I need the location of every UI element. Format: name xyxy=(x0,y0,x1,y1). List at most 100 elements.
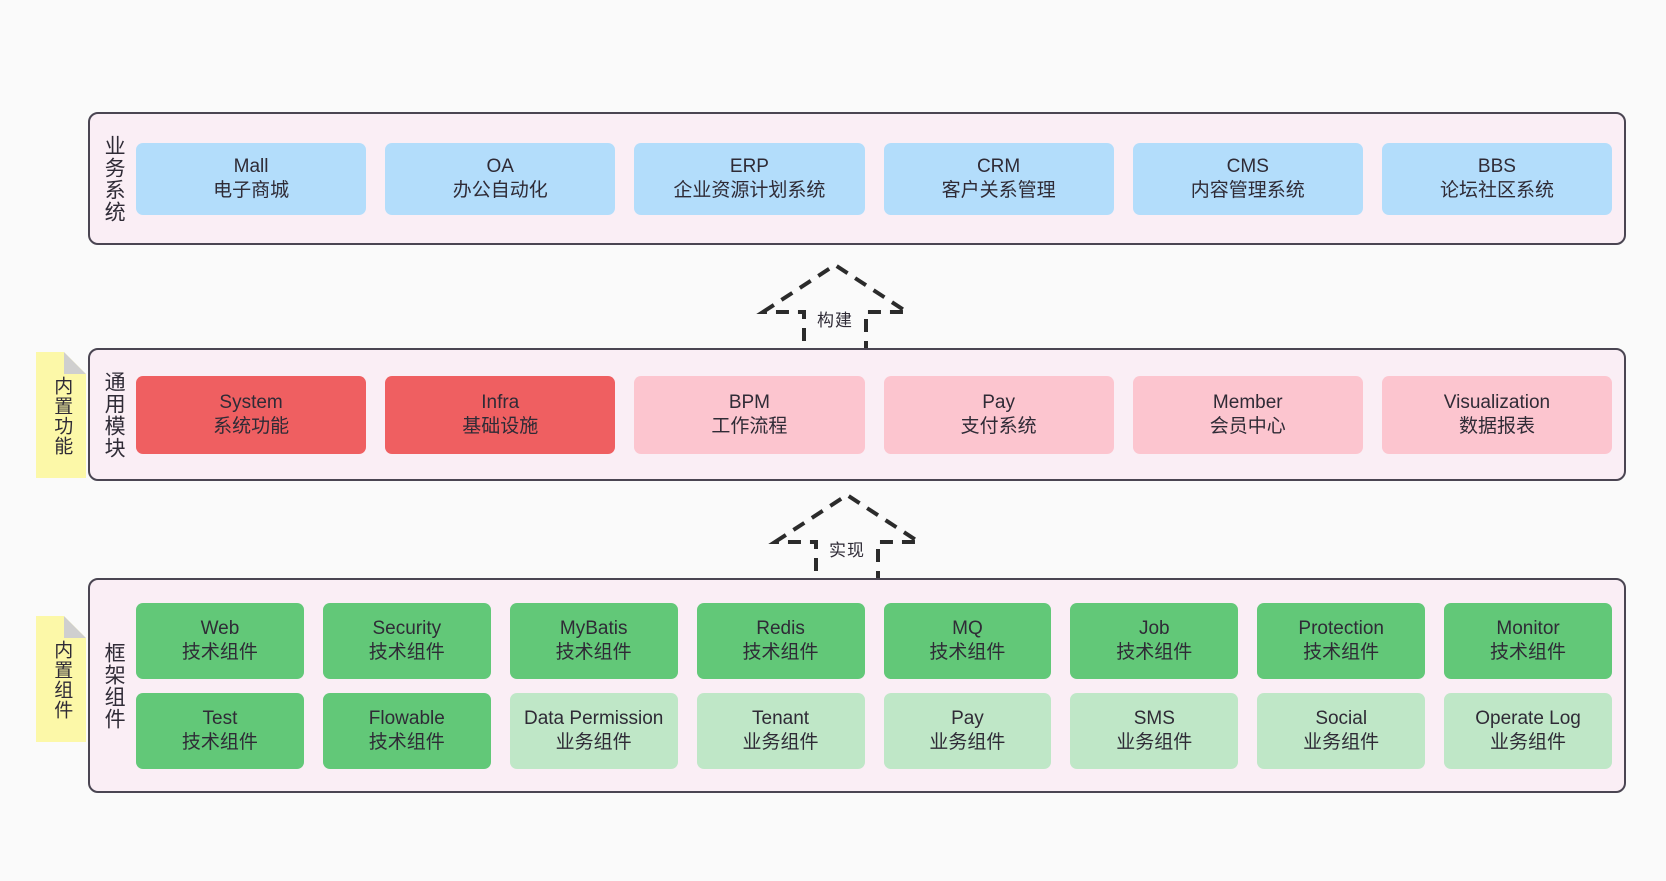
card-title-cn: 技术组件 xyxy=(1116,641,1193,663)
card-web[interactable]: Web 技术组件 xyxy=(136,602,304,679)
card-social[interactable]: Social 业务组件 xyxy=(1257,692,1426,769)
card-title-en: BBS xyxy=(1477,156,1516,178)
card-title-en: Pay xyxy=(982,392,1015,414)
card-sms[interactable]: SMS 业务组件 xyxy=(1070,692,1239,769)
card-title-en: MQ xyxy=(952,618,983,640)
card-protection[interactable]: Protection 技术组件 xyxy=(1257,602,1426,679)
card-title-en: ERP xyxy=(729,156,769,178)
card-title-cn: 技术组件 xyxy=(742,641,819,663)
card-bbs[interactable]: BBS 论坛社区系统 xyxy=(1381,142,1613,215)
card-title-cn: 业务组件 xyxy=(742,731,819,753)
card-title-en: Operate Log xyxy=(1475,708,1581,730)
card-row: Web 技术组件 Security 技术组件 MyBatis 技术组件 Redi… xyxy=(136,602,1612,679)
card-infra[interactable]: Infra 基础设施 xyxy=(385,375,616,454)
card-security[interactable]: Security 技术组件 xyxy=(322,602,491,679)
card-title-en: Protection xyxy=(1298,618,1384,640)
card-row: System 系统功能 Infra 基础设施 BPM 工作流程 Pay 支付系统… xyxy=(136,375,1613,454)
card-title-cn: 数据报表 xyxy=(1458,415,1535,437)
card-title-cn: 会员中心 xyxy=(1209,415,1286,437)
connector-label-build: 构建 xyxy=(817,311,853,330)
card-title-en: MyBatis xyxy=(559,618,628,640)
card-mybatis[interactable]: MyBatis 技术组件 xyxy=(509,602,678,679)
card-member[interactable]: Member 会员中心 xyxy=(1132,375,1363,454)
card-title-en: CRM xyxy=(976,156,1021,178)
card-title-en: BPM xyxy=(728,392,771,414)
card-title-cn: 技术组件 xyxy=(181,731,258,753)
note-label: 内置功能 xyxy=(51,376,73,456)
card-title-cn: 业务组件 xyxy=(929,731,1006,753)
connector-label-realize: 实现 xyxy=(829,541,865,560)
card-test[interactable]: Test 技术组件 xyxy=(136,692,304,769)
card-pay-module[interactable]: Pay 支付系统 xyxy=(883,375,1114,454)
card-title-cn: 客户关系管理 xyxy=(941,179,1056,201)
card-title-cn: 电子商城 xyxy=(213,179,290,201)
card-title-cn: 办公自动化 xyxy=(452,179,548,201)
note-builtin-components: 内置组件 xyxy=(36,616,86,742)
card-title-en: OA xyxy=(486,156,514,178)
card-mall[interactable]: Mall 电子商城 xyxy=(136,142,367,215)
card-grid-business-system: Mall 电子商城 OA 办公自动化 ERP 企业资源计划系统 CRM 客户关系… xyxy=(136,114,1624,243)
card-title-cn: 技术组件 xyxy=(1490,641,1567,663)
card-title-en: Redis xyxy=(756,618,805,640)
card-title-cn: 技术组件 xyxy=(368,641,445,663)
card-title-en: Monitor xyxy=(1496,618,1560,640)
card-redis[interactable]: Redis 技术组件 xyxy=(696,602,865,679)
note-label: 内置组件 xyxy=(51,640,73,720)
layer-business-system: 业务系统 Mall 电子商城 OA 办公自动化 ERP 企业资源计划系统 CRM… xyxy=(88,112,1626,245)
layer-title-business-system: 业务系统 xyxy=(102,134,126,223)
layer-title-common-modules: 通用模块 xyxy=(102,370,126,459)
card-title-cn: 技术组件 xyxy=(1303,641,1380,663)
card-title-cn: 基础设施 xyxy=(462,415,539,437)
card-title-en: Security xyxy=(372,618,442,640)
card-title-cn: 业务组件 xyxy=(1490,731,1567,753)
card-title-en: Mall xyxy=(233,156,269,178)
connector-realize: 实现 xyxy=(768,492,926,587)
card-title-en: Flowable xyxy=(368,708,445,730)
card-title-en: Test xyxy=(202,708,238,730)
card-title-en: SMS xyxy=(1133,708,1175,730)
card-monitor[interactable]: Monitor 技术组件 xyxy=(1444,602,1612,679)
connector-build: 构建 xyxy=(756,262,914,357)
dashed-hollow-arrow-icon xyxy=(756,262,914,356)
layer-framework-components: 框架组件 Web 技术组件 Security 技术组件 MyBatis 技术组件… xyxy=(88,578,1626,793)
card-title-en: Member xyxy=(1212,392,1283,414)
card-tenant[interactable]: Tenant 业务组件 xyxy=(696,692,865,769)
page-fold-icon xyxy=(64,616,86,638)
card-crm[interactable]: CRM 客户关系管理 xyxy=(883,142,1114,215)
card-title-cn: 业务组件 xyxy=(1303,731,1380,753)
card-title-en: Tenant xyxy=(752,708,810,730)
card-erp[interactable]: ERP 企业资源计划系统 xyxy=(634,142,865,215)
card-title-cn: 技术组件 xyxy=(368,731,445,753)
card-title-cn: 技术组件 xyxy=(929,641,1006,663)
card-cms[interactable]: CMS 内容管理系统 xyxy=(1132,142,1363,215)
card-title-cn: 系统功能 xyxy=(213,415,290,437)
card-title-en: Social xyxy=(1315,708,1368,730)
card-visualization[interactable]: Visualization 数据报表 xyxy=(1381,375,1613,454)
card-operate-log[interactable]: Operate Log 业务组件 xyxy=(1444,692,1612,769)
card-title-en: Infra xyxy=(481,392,520,414)
card-oa[interactable]: OA 办公自动化 xyxy=(385,142,616,215)
card-row: Test 技术组件 Flowable 技术组件 Data Permission … xyxy=(136,692,1612,769)
layer-title-framework-components: 框架组件 xyxy=(102,641,126,730)
card-flowable[interactable]: Flowable 技术组件 xyxy=(322,692,491,769)
card-data-permission[interactable]: Data Permission 业务组件 xyxy=(509,692,678,769)
card-system[interactable]: System 系统功能 xyxy=(136,375,367,454)
card-mq[interactable]: MQ 技术组件 xyxy=(883,602,1052,679)
card-bpm[interactable]: BPM 工作流程 xyxy=(634,375,865,454)
card-title-cn: 业务组件 xyxy=(1116,731,1193,753)
note-builtin-functions: 内置功能 xyxy=(36,352,86,478)
card-row: Mall 电子商城 OA 办公自动化 ERP 企业资源计划系统 CRM 客户关系… xyxy=(136,142,1613,215)
card-title-cn: 论坛社区系统 xyxy=(1439,179,1554,201)
card-grid-common-modules: System 系统功能 Infra 基础设施 BPM 工作流程 Pay 支付系统… xyxy=(136,350,1624,479)
card-title-cn: 企业资源计划系统 xyxy=(673,179,826,201)
card-job[interactable]: Job 技术组件 xyxy=(1070,602,1239,679)
card-title-en: Data Permission xyxy=(523,708,664,730)
card-grid-framework-components: Web 技术组件 Security 技术组件 MyBatis 技术组件 Redi… xyxy=(136,580,1624,791)
card-title-en: Visualization xyxy=(1443,392,1551,414)
dashed-hollow-arrow-icon xyxy=(768,492,926,586)
card-title-en: System xyxy=(219,392,283,414)
page-fold-icon xyxy=(64,352,86,374)
card-title-en: CMS xyxy=(1226,156,1269,178)
card-pay-component[interactable]: Pay 业务组件 xyxy=(883,692,1052,769)
